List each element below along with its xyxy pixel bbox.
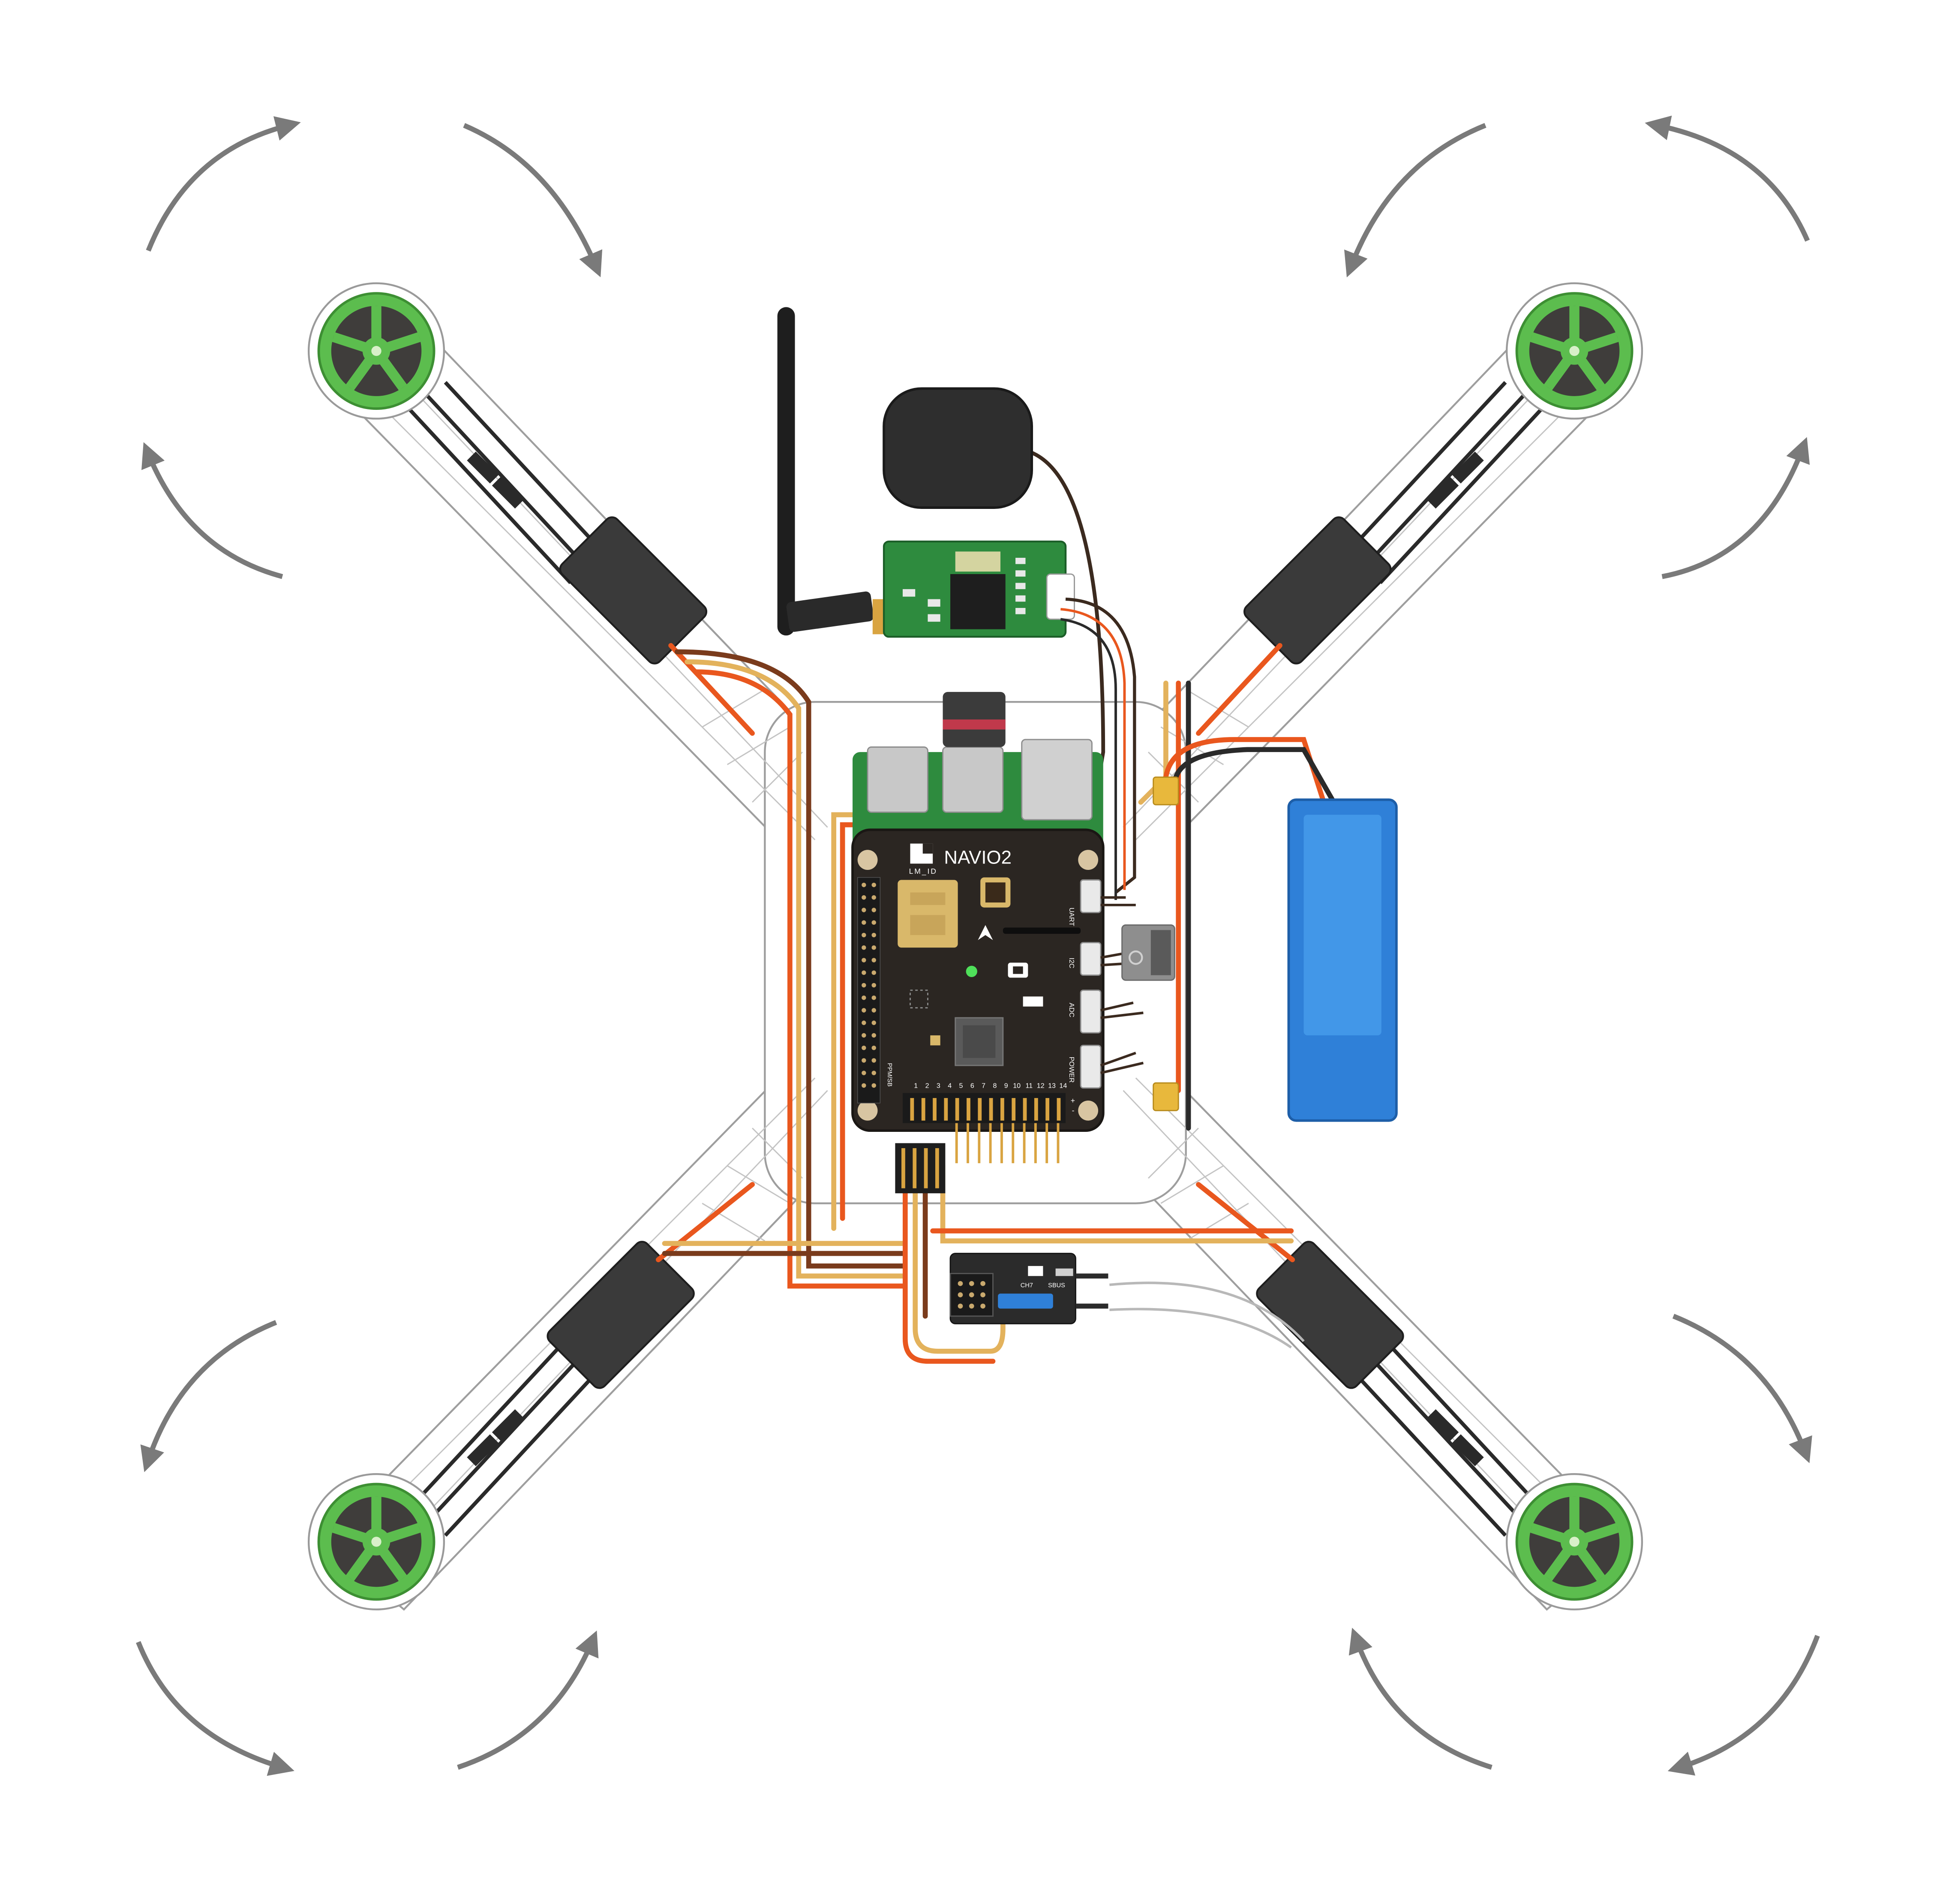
rotation-arrow-icon: [148, 1322, 276, 1460]
power-connector[interactable]: [1081, 1045, 1101, 1088]
pwm-number: 4: [948, 1082, 952, 1090]
i2c-label: I2C: [1068, 958, 1075, 969]
battery: [1288, 800, 1396, 1120]
rotation-arrow-icon: [148, 125, 288, 250]
motor-front-right: [1507, 283, 1642, 419]
pwm-number: 5: [959, 1082, 963, 1090]
motor-rear-left: [309, 1474, 444, 1609]
antenna-icon: [778, 307, 795, 635]
motor-rear-right: [1507, 1474, 1642, 1609]
pwm-number: 10: [1013, 1082, 1021, 1090]
adc-connector[interactable]: [1081, 990, 1101, 1033]
pwm-number: 11: [1025, 1082, 1033, 1090]
rotation-arrow-icon: [1351, 125, 1486, 265]
pwm-number: 13: [1048, 1082, 1056, 1090]
rotation-arrow-icon: [148, 454, 282, 577]
pin-plus-label: +: [1071, 1096, 1075, 1105]
status-led: [966, 966, 977, 977]
receiver-sublabel: SBUS: [1048, 1282, 1065, 1289]
board-brand: LM_ID: [909, 867, 937, 876]
usb-port: [943, 747, 1003, 812]
pwm-number: 9: [1004, 1082, 1008, 1090]
pwm-number: 7: [982, 1082, 985, 1090]
rc-receiver: CH7 SBUS: [950, 1254, 1108, 1324]
rotation-arrow-icon: [464, 125, 596, 265]
rotation-arrow-icon: [1680, 1636, 1818, 1767]
ppm-label: PPM/SB: [886, 1063, 893, 1086]
pwm-number: 8: [993, 1082, 997, 1090]
rotation-arrow-icon: [1662, 449, 1802, 577]
rotation-arrow-icon: [1673, 1316, 1805, 1452]
usb-port: [868, 747, 928, 812]
pin-minus-label: -: [1072, 1106, 1075, 1115]
uart-label: UART: [1068, 908, 1075, 926]
rotation-arrow-icon: [458, 1642, 592, 1767]
ethernet-port: [1022, 740, 1092, 820]
uart-connector[interactable]: [1081, 880, 1101, 912]
pwm-number: 1: [914, 1082, 918, 1090]
rotation-arrow-icon: [138, 1642, 282, 1767]
adc-label: ADC: [1068, 1003, 1075, 1017]
receiver-label: CH7: [1021, 1282, 1033, 1289]
rotation-arrow-icon: [1657, 125, 1808, 241]
pwm-number: 12: [1037, 1082, 1045, 1090]
pwm-number: 14: [1059, 1082, 1067, 1090]
i2c-connector[interactable]: [1081, 943, 1101, 975]
board-name: NAVIO2: [944, 847, 1012, 868]
rotation-arrow-icon: [1356, 1639, 1492, 1767]
motor-front-left: [309, 283, 444, 419]
power-label: POWER: [1068, 1057, 1075, 1083]
pwm-number: 3: [937, 1082, 940, 1090]
pwm-number: 6: [970, 1082, 974, 1090]
pwm-number: 2: [925, 1082, 929, 1090]
